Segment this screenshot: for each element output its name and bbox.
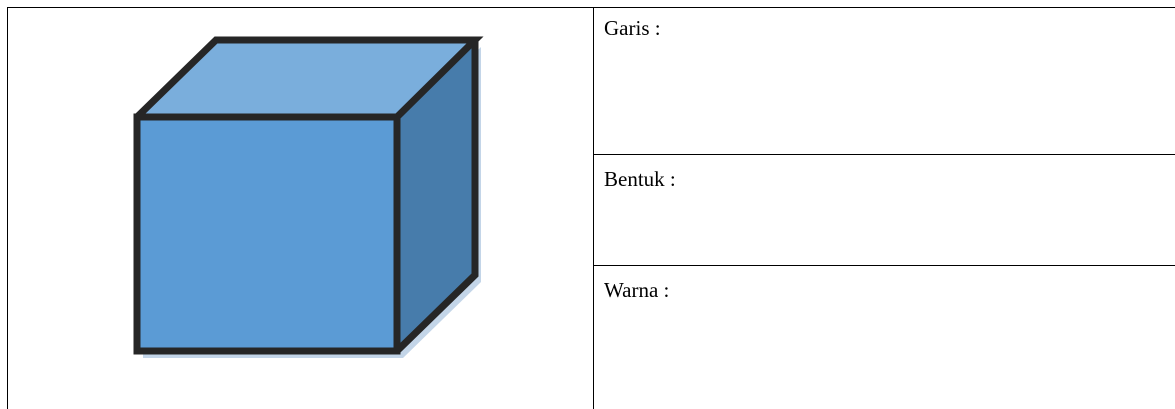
cube-outline-side xyxy=(394,40,479,354)
table-border-left xyxy=(7,7,8,409)
table-row-divider-1 xyxy=(593,154,1175,155)
table-border-top xyxy=(7,7,1175,8)
cube-side-face xyxy=(397,40,475,351)
cube-icon xyxy=(133,36,484,358)
table-column-divider xyxy=(593,7,594,409)
table-row-divider-2 xyxy=(593,265,1175,266)
color-label: Warna : xyxy=(604,278,670,302)
cube-outline-top xyxy=(134,36,484,120)
cube-front-face xyxy=(137,117,397,351)
cube-top-face xyxy=(137,40,475,117)
shape-label: Bentuk : xyxy=(604,167,676,191)
line-label: Garis : xyxy=(604,16,661,40)
